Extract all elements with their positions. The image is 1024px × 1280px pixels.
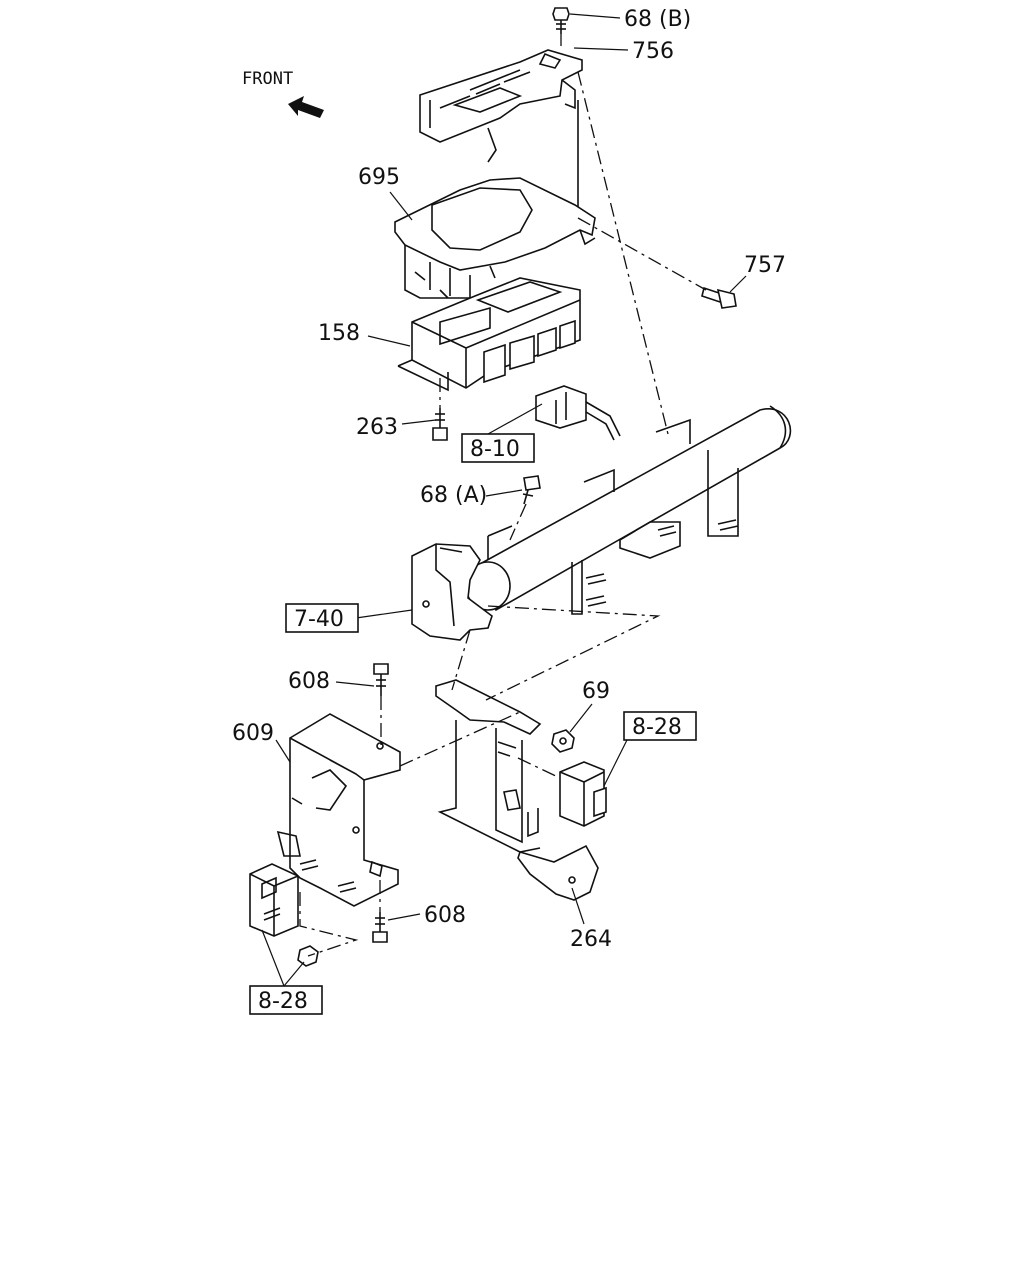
- harness-connector: [535, 385, 621, 441]
- upper-bracket-756: [419, 49, 583, 215]
- bolt-68a-icon: [522, 475, 541, 505]
- reference-box-8-28-bottom[interactable]: 8-28: [249, 985, 323, 1015]
- callout-757: 757: [744, 253, 786, 278]
- bolt-608-top-icon: [373, 663, 389, 696]
- reference-7-40-label: 7-40: [294, 607, 344, 632]
- alignment-lines: [299, 34, 707, 957]
- reference-box-8-28-right[interactable]: 8-28: [623, 711, 697, 741]
- bracket-695: [394, 177, 596, 299]
- callout-158: 158: [318, 321, 360, 346]
- reference-8-28-right-label: 8-28: [632, 715, 682, 740]
- bracket-609: [276, 713, 401, 907]
- relay-module-bottom: [249, 863, 299, 937]
- callout-756: 756: [632, 39, 674, 64]
- callout-609: 609: [232, 721, 274, 746]
- bolt-608-bottom-icon: [372, 912, 388, 943]
- front-arrow-icon: [288, 96, 324, 118]
- bolt-757-icon: [701, 286, 737, 309]
- relay-module-right: [559, 761, 607, 827]
- bolt-263-icon: [432, 408, 448, 441]
- reference-8-28-bottom-label: 8-28: [258, 989, 308, 1014]
- cross-car-beam: [465, 405, 792, 615]
- side-bracket-7-40: [411, 543, 493, 641]
- callout-264: 264: [570, 927, 612, 952]
- front-label: FRONT: [242, 69, 293, 89]
- control-unit-158: [397, 277, 581, 392]
- callout-608-top: 608: [288, 669, 330, 694]
- reference-box-8-10[interactable]: 8-10: [461, 433, 535, 463]
- nut-69-icon: [551, 729, 575, 753]
- callout-69: 69: [582, 679, 610, 704]
- reference-8-10-label: 8-10: [470, 437, 520, 462]
- callout-608-bottom: 608: [424, 903, 466, 928]
- callout-263: 263: [356, 415, 398, 440]
- lower-bracket-264: [435, 679, 599, 901]
- reference-box-7-40[interactable]: 7-40: [285, 603, 359, 633]
- callout-695: 695: [358, 165, 400, 190]
- callout-68a: 68 (A): [420, 483, 487, 508]
- callout-68b: 68 (B): [624, 7, 691, 32]
- leader-lines: [261, 13, 747, 987]
- bolt-68b-icon: [552, 7, 570, 34]
